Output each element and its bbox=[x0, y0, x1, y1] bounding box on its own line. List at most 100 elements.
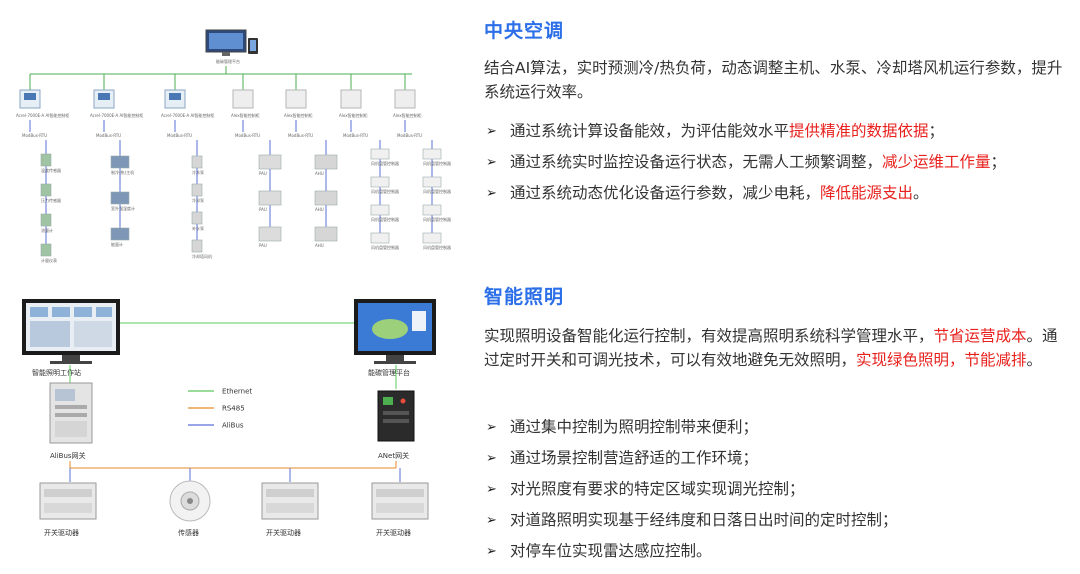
workstation-label: 智能照明工作站 bbox=[32, 368, 81, 377]
field-device-label: 补水泵 bbox=[192, 225, 204, 231]
field-device-icon bbox=[314, 190, 338, 206]
bullet-suffix: ； bbox=[990, 153, 1007, 171]
list-item: ➢对道路照明实现基于经纬度和日落日出时间的定时控制； bbox=[484, 505, 1068, 536]
bullet-arrow-icon: ➢ bbox=[486, 513, 497, 528]
bullet-text: 通过系统计算设备能效，为评估能效水平 bbox=[510, 122, 790, 140]
field-device-label: 温度传感器 bbox=[41, 167, 61, 173]
controller-row: Acrel-7000E-A AI智能控制柜ModBus-RTUAcrel-700… bbox=[16, 74, 422, 138]
field-device-icon bbox=[422, 232, 442, 244]
hvac-title: 中央空调 bbox=[484, 20, 565, 42]
field-device-label: 风机盘管控制器 bbox=[371, 160, 399, 166]
hvac-system-diagram: 能碳管理平台 Acrel-7000E-A AI智能控制柜ModBus-RTUAc… bbox=[16, 29, 451, 263]
device-columns: 温度传感器压力传感器流量计计量仪表制冷(热)主机室外温湿度计能量计冷冻泵冷却泵补… bbox=[40, 140, 451, 263]
controller-icon bbox=[19, 89, 41, 109]
bus-label: ModBus-RTU bbox=[167, 133, 192, 138]
cabinet-icon bbox=[285, 89, 307, 109]
controller-icon bbox=[93, 89, 115, 109]
bullet-arrow-icon: ➢ bbox=[486, 124, 497, 139]
bullet-arrow-icon: ➢ bbox=[486, 544, 497, 559]
bottom-device-label: 传感器 bbox=[178, 528, 199, 537]
legend-label: Ethernet bbox=[222, 388, 252, 396]
field-device-label: 冷却塔风机 bbox=[192, 253, 212, 259]
bullet-text: 通过系统动态优化设备运行参数，减少电耗， bbox=[510, 184, 821, 202]
field-device-icon bbox=[191, 183, 203, 197]
switch-actuator-icon bbox=[39, 482, 97, 520]
field-device-label: 冷却泵 bbox=[192, 197, 204, 203]
hvac-intro: 结合AI算法，实时预测冷/热负荷，动态调整主机、水泵、冷却塔风机运行参数，提升系… bbox=[484, 59, 1063, 101]
workstation-monitor-icon bbox=[22, 299, 120, 364]
platform-monitor-icon bbox=[205, 29, 258, 56]
field-device-icon bbox=[191, 239, 203, 253]
field-device-icon bbox=[370, 232, 390, 244]
switch-actuator-icon bbox=[261, 482, 319, 520]
field-device-label: 风机盘管控制器 bbox=[423, 216, 451, 222]
field-device-icon bbox=[40, 183, 52, 197]
cabinet-icon bbox=[232, 89, 254, 109]
field-device-label: 计量仪表 bbox=[41, 257, 57, 263]
cabinet-icon bbox=[394, 89, 416, 109]
field-device-icon bbox=[191, 211, 203, 225]
anet-gateway-label: ANet网关 bbox=[378, 451, 409, 460]
field-device-label: 能量计 bbox=[111, 241, 123, 247]
field-device-label: 流量计 bbox=[41, 227, 53, 233]
list-item: ➢通过场景控制营造舒适的工作环境； bbox=[484, 443, 1068, 474]
field-device-label: 风机盘管控制器 bbox=[371, 244, 399, 250]
alibus-gateway-icon bbox=[49, 382, 93, 444]
anet-gateway-icon bbox=[377, 390, 415, 442]
field-device-label: AHU bbox=[315, 207, 324, 212]
field-device-icon bbox=[258, 190, 282, 206]
bullet-highlight: 减少运维工作量 bbox=[882, 153, 991, 171]
field-device-label: AHU bbox=[315, 243, 324, 248]
field-device-label: 风机盘管控制器 bbox=[423, 244, 451, 250]
sensor-icon bbox=[169, 480, 211, 522]
hvac-bullet-list: ➢ 通过系统计算设备能效，为评估能效水平提供精准的数据依据； ➢ 通过系统实时监… bbox=[484, 116, 1068, 209]
cabinet-label: Alex智能控制柜 bbox=[284, 112, 313, 118]
field-device-icon bbox=[422, 148, 442, 160]
field-device-icon bbox=[370, 204, 390, 216]
field-device-icon bbox=[422, 204, 442, 216]
bus-label: ModBus-RTU bbox=[235, 133, 260, 138]
controller-icon bbox=[164, 89, 186, 109]
field-device-label: PAU bbox=[259, 243, 267, 248]
legend-label: AliBus bbox=[222, 422, 244, 430]
list-item: ➢ 通过系统计算设备能效，为评估能效水平提供精准的数据依据； bbox=[484, 116, 1068, 147]
lighting-bullet-list: ➢通过集中控制为照明控制带来便利； ➢通过场景控制营造舒适的工作环境； ➢对光照… bbox=[484, 412, 1068, 567]
bus-label: ModBus-RTU bbox=[288, 133, 313, 138]
bullet-text: 通过系统实时监控设备运行状态，无需人工频繁调整， bbox=[510, 153, 883, 171]
field-device-icon bbox=[314, 154, 338, 170]
field-device-icon bbox=[110, 227, 130, 241]
field-device-icon bbox=[110, 155, 130, 169]
field-device-icon bbox=[110, 191, 130, 205]
bus-label: ModBus-RTU bbox=[343, 133, 368, 138]
cabinet-label: Alex智能控制柜 bbox=[339, 112, 368, 118]
bottom-device-label: 开关驱动器 bbox=[44, 528, 79, 537]
lighting-title: 智能照明 bbox=[484, 286, 565, 308]
bullet-suffix: 。 bbox=[913, 184, 929, 202]
field-device-label: 风机盘管控制器 bbox=[423, 160, 451, 166]
field-device-icon bbox=[258, 154, 282, 170]
field-device-icon bbox=[370, 148, 390, 160]
cabinet-label: Alex智能控制柜 bbox=[231, 112, 260, 118]
field-device-label: 风机盘管控制器 bbox=[371, 188, 399, 194]
bullet-arrow-icon: ➢ bbox=[486, 420, 497, 435]
field-device-label: PAU bbox=[259, 207, 267, 212]
list-item: ➢ 通过系统实时监控设备运行状态，无需人工频繁调整，减少运维工作量； bbox=[484, 147, 1068, 178]
bullet-arrow-icon: ➢ bbox=[486, 451, 497, 466]
text-panel: 中央空调 结合AI算法，实时预测冷/热负荷，动态调整主机、水泵、冷却塔风机运行参… bbox=[478, 0, 1073, 574]
cabinet-label: Alex智能控制柜 bbox=[393, 112, 422, 118]
field-device-label: AHU bbox=[315, 171, 324, 176]
field-device-label: 压力传感器 bbox=[41, 197, 61, 203]
switch-actuator-icon bbox=[371, 482, 429, 520]
controller-label: Acrel-7000E-A AI智能控制柜 bbox=[161, 112, 214, 118]
cabinet-icon bbox=[340, 89, 362, 109]
list-item: ➢通过集中控制为照明控制带来便利； bbox=[484, 412, 1068, 443]
alibus-gateway-label: AliBus网关 bbox=[50, 451, 86, 460]
bus-label: ModBus-RTU bbox=[96, 133, 121, 138]
bullet-arrow-icon: ➢ bbox=[486, 482, 497, 497]
legend-label: RS485 bbox=[222, 405, 245, 413]
bus-label: ModBus-RTU bbox=[22, 133, 47, 138]
field-device-icon bbox=[40, 153, 52, 167]
